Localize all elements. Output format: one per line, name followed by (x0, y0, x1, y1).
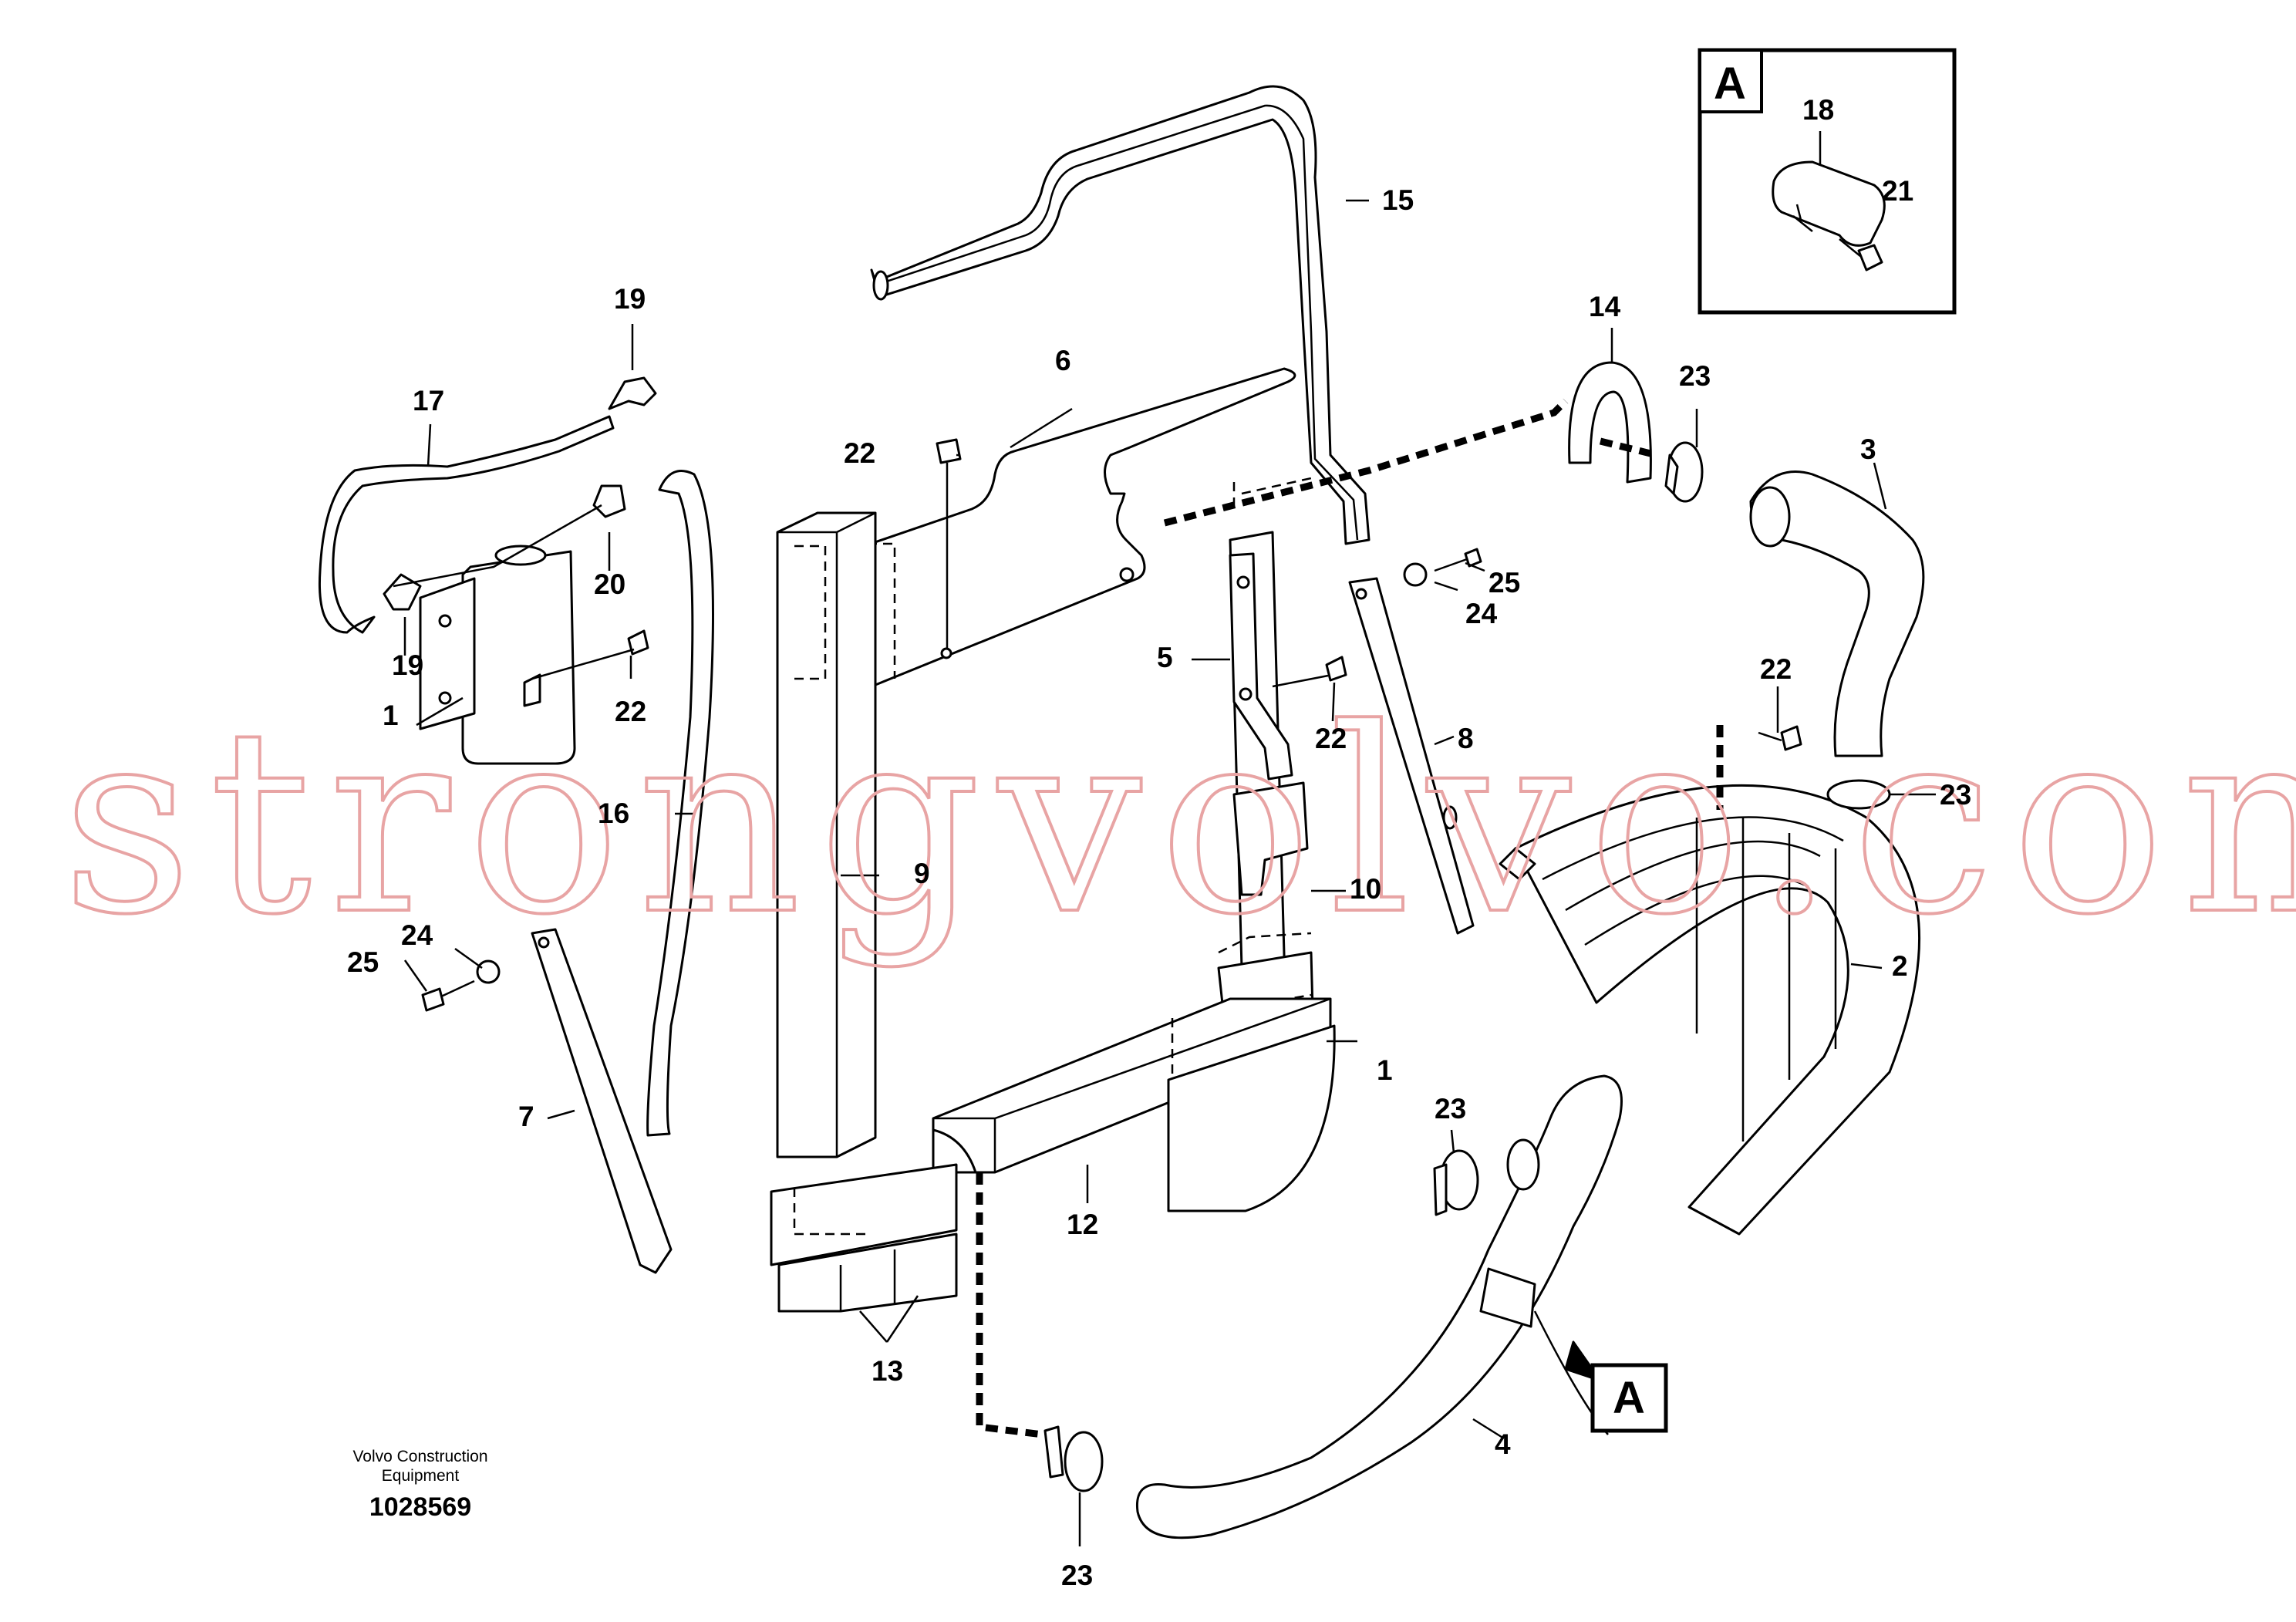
bolt-25-b (421, 959, 501, 1012)
callout-16: 16 (598, 798, 629, 829)
callout-3: 3 (1860, 433, 1876, 465)
callout-24-right: 24 (1465, 598, 1498, 629)
rod-8 (1348, 577, 1475, 935)
callout-23-top: 23 (1679, 360, 1711, 392)
callout-14: 14 (1589, 291, 1621, 322)
bolt-22-a (936, 438, 962, 648)
detail-bolt-21 (1839, 238, 1883, 271)
callout-9: 9 (914, 858, 930, 889)
clamp-23-bottom (1043, 1425, 1104, 1492)
bolt-25-a (1403, 548, 1482, 587)
connection-lines (976, 398, 1724, 1438)
clamp-23-top (1664, 441, 1704, 503)
drawing-footer: Volvo Construction Equipment 1028569 (352, 1448, 487, 1522)
hose-3 (1749, 470, 1925, 757)
leader-lines (403, 123, 1936, 1546)
watermark-text: strongvolvo.com (62, 674, 2296, 970)
hose-15 (870, 85, 1371, 545)
callout-17: 17 (413, 385, 444, 416)
callout-7: 7 (518, 1101, 534, 1132)
callout-19-top: 19 (614, 283, 646, 315)
bolt-22-b (531, 629, 649, 680)
callout-10: 10 (1350, 873, 1381, 905)
callout-labels: 1 1 2 3 4 5 6 7 8 9 10 12 13 14 15 16 17… (347, 94, 1971, 1591)
fan-guard-2 (1499, 784, 1920, 1236)
callout-22-right: 22 (1760, 653, 1792, 685)
callout-15: 15 (1382, 184, 1414, 216)
callout-24-left: 24 (401, 919, 433, 951)
bolt-22-c (1272, 656, 1347, 688)
callout-4: 4 (1495, 1428, 1511, 1460)
callout-19-left: 19 (392, 649, 423, 681)
callout-13: 13 (872, 1355, 903, 1387)
section-marker-a (1590, 1363, 1668, 1433)
rod-7 (531, 928, 673, 1274)
callout-2: 2 (1892, 950, 1908, 982)
section-marker-label: A (1613, 1373, 1645, 1423)
callout-23-mid: 23 (1435, 1093, 1466, 1125)
hose-16 (646, 470, 714, 1137)
expansion-tank-1 (419, 545, 576, 765)
callout-21: 21 (1882, 175, 1913, 207)
callout-20: 20 (594, 568, 625, 600)
callout-5: 5 (1157, 642, 1173, 673)
u-clamp-14 (1568, 361, 1652, 484)
callout-25-right: 25 (1489, 567, 1520, 599)
shroud-lower-1 (1167, 1024, 1336, 1212)
clamp-23-mid (1433, 1149, 1479, 1216)
callout-1-lower: 1 (1377, 1054, 1393, 1086)
detail-view-a (1698, 48, 1957, 315)
callout-25-left: 25 (347, 946, 379, 978)
callout-6: 6 (1055, 345, 1071, 376)
callout-22-left: 22 (615, 696, 646, 727)
fitting-20 (592, 484, 626, 518)
detail-clamp-18 (1772, 160, 1886, 247)
callout-8: 8 (1458, 723, 1474, 754)
callout-22-mid: 22 (1315, 723, 1347, 754)
callout-23-bottom: 23 (1061, 1560, 1093, 1591)
hose-4 (1135, 1074, 1623, 1539)
hose-17 (318, 415, 615, 634)
blocks-13 (770, 1163, 958, 1313)
footer-company: Volvo Construction (352, 1448, 487, 1465)
footer-company-line2: Equipment (382, 1467, 460, 1485)
callout-22-top: 22 (844, 437, 875, 469)
callout-18: 18 (1802, 94, 1834, 126)
callout-12: 12 (1067, 1209, 1098, 1240)
bracket-5 (1229, 552, 1293, 781)
detail-view-label: A (1714, 59, 1746, 109)
bolt-22-d (1758, 725, 1802, 751)
bracket-6 (835, 367, 1296, 692)
callout-23-right: 23 (1940, 779, 1971, 811)
upright-9 (776, 511, 877, 1158)
callout-1: 1 (383, 700, 399, 731)
drawing-number: 1028569 (369, 1492, 471, 1522)
